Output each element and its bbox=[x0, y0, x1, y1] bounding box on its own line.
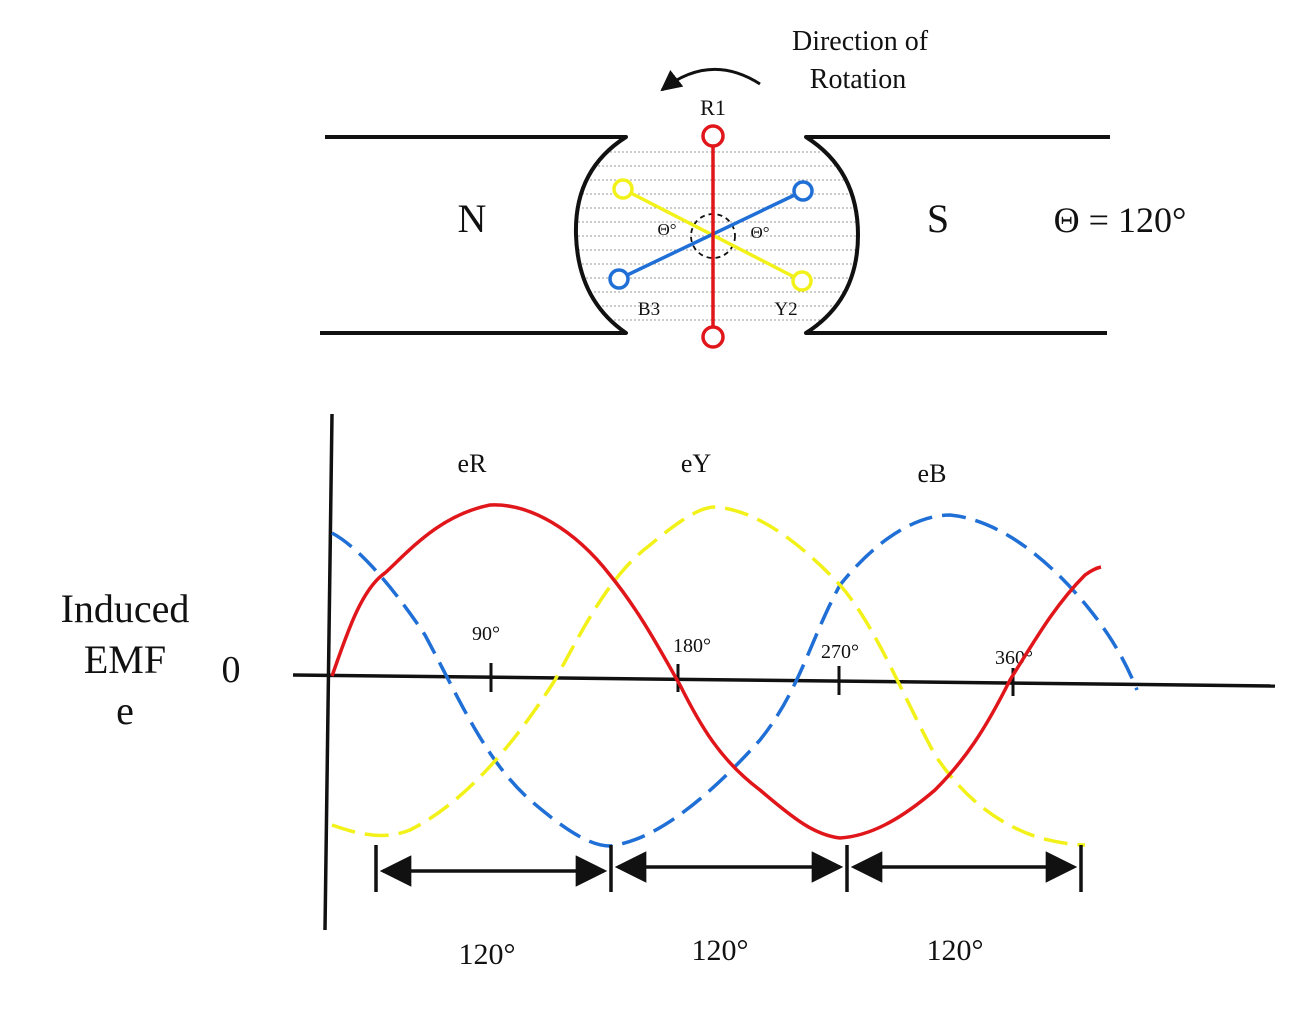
south-pole-label: S bbox=[927, 196, 949, 241]
tick-label-360: 360° bbox=[995, 647, 1033, 669]
machine-section: N S Θ = 120° Direction of Rotation R1 Y2… bbox=[320, 26, 1187, 349]
eb-waveform bbox=[331, 513, 1139, 848]
tick-label-270: 270° bbox=[821, 641, 859, 663]
phase-label-2: 120° bbox=[692, 934, 749, 967]
phase-label-3: 120° bbox=[927, 934, 984, 967]
y-label-line2: EMF bbox=[84, 637, 166, 682]
coil-b-label: B3 bbox=[638, 299, 660, 320]
er-waveform bbox=[330, 503, 1102, 840]
north-pole-piece bbox=[320, 135, 628, 335]
theta-label: Θ = 120° bbox=[1054, 200, 1187, 240]
air-gap-hatching bbox=[575, 151, 858, 321]
ey-label: eY bbox=[681, 449, 712, 478]
x-axis bbox=[292, 673, 1276, 688]
rotation-arrow bbox=[660, 67, 761, 92]
coil-y-label: Y2 bbox=[774, 299, 797, 320]
eb-label: eB bbox=[918, 459, 947, 488]
rotation-label-line2: Rotation bbox=[810, 64, 906, 95]
coil-r-label: R1 bbox=[700, 95, 726, 120]
angle-right-label: Θ° bbox=[750, 223, 769, 242]
zero-label: 0 bbox=[222, 649, 241, 691]
y-label-line3: e bbox=[116, 688, 134, 733]
tick-label-180: 180° bbox=[673, 635, 711, 657]
coil-blue bbox=[608, 180, 814, 290]
er-label: eR bbox=[458, 449, 488, 478]
waveform-section: Induced EMF e 0 90° 180° 270° 360° eR eY… bbox=[61, 413, 1276, 971]
north-pole-label: N bbox=[458, 196, 487, 241]
tick-label-90: 90° bbox=[472, 623, 500, 645]
angle-left-label: Θ° bbox=[657, 220, 676, 239]
ey-waveform bbox=[331, 505, 1086, 847]
phase-label-1: 120° bbox=[459, 938, 516, 971]
y-axis bbox=[323, 413, 334, 931]
rotation-label-line1: Direction of bbox=[792, 26, 929, 57]
y-label-line1: Induced bbox=[61, 586, 190, 631]
phase-markers bbox=[374, 845, 1083, 892]
south-pole-piece bbox=[804, 135, 1110, 335]
coil-red bbox=[701, 124, 725, 349]
